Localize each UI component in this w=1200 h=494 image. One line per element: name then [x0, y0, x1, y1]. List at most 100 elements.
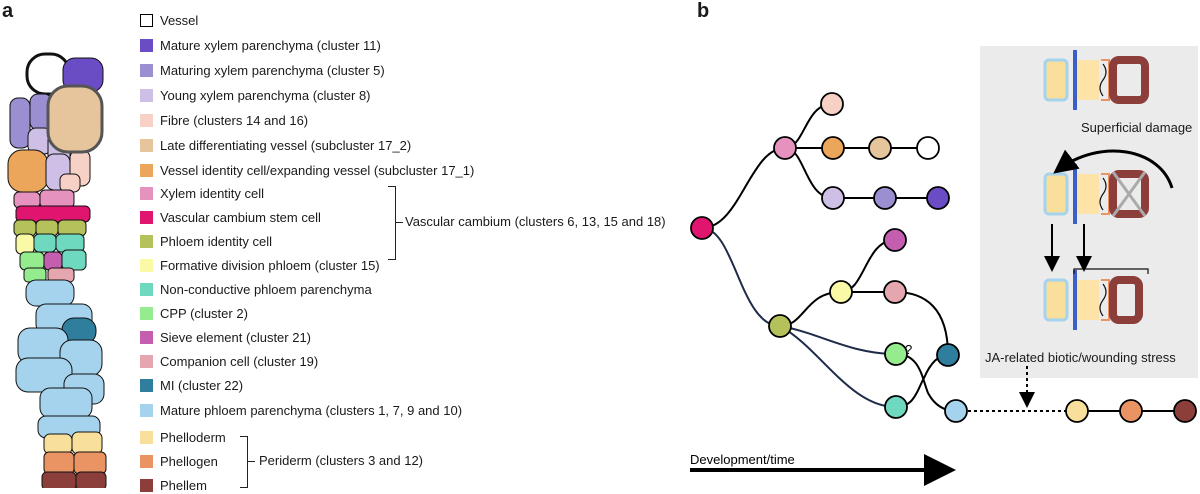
legend-label: Formative division phloem (cluster 15) — [160, 257, 380, 273]
legend-label: Vessel — [160, 12, 199, 28]
schematic-mpp-layer — [1043, 278, 1069, 322]
tissue-cell — [19, 251, 45, 271]
legend-label: Late differentiating vessel (subcluster … — [160, 137, 412, 153]
schematic-phellem-layer — [1109, 170, 1149, 218]
legend-label: Mature phloem parenchyma (clusters 1, 7,… — [160, 402, 463, 418]
legend-item: Formative division phloem (cluster 15) — [140, 256, 380, 274]
tissue-cell — [39, 189, 75, 209]
tissue-cell — [55, 233, 85, 253]
tissue-vessel-large — [46, 84, 104, 154]
legend-swatch — [140, 13, 153, 27]
schematic-phellem-layer — [1109, 56, 1149, 104]
superficial-damage-label: Superficial damage — [1081, 120, 1193, 135]
schematic-wavy-line — [1099, 283, 1107, 317]
legend-swatch — [140, 478, 153, 492]
legend-label: Vascular cambium stem cell — [160, 209, 321, 225]
edge-stem-to-xylem-identity — [701, 147, 786, 229]
tissue-cell — [43, 433, 73, 455]
legend-item: Late differentiating vessel (subcluster … — [140, 136, 411, 154]
question-mark: ? — [905, 342, 912, 357]
legend-item: MI (cluster 22) — [140, 376, 243, 394]
node-sieve-element — [883, 228, 907, 252]
legend-label: Fibre (clusters 14 and 16) — [160, 112, 309, 128]
periderm-bracket-tick — [247, 461, 255, 462]
schematic-phelloderm-layer — [1077, 174, 1099, 214]
legend-item: Mature phloem parenchyma (clusters 1, 7,… — [140, 401, 462, 419]
node-vessel-identity — [821, 136, 845, 160]
legend-label: Phelloderm — [160, 429, 226, 445]
schematic-phellem-layer — [1109, 276, 1143, 324]
legend-item: CPP (cluster 2) — [140, 304, 248, 322]
legend-item: Phelloderm — [140, 428, 226, 446]
legend-swatch — [140, 113, 153, 127]
legend-item: Non-conductive phloem parenchyma — [140, 280, 372, 298]
legend-swatch — [140, 210, 153, 224]
tissue-cell — [7, 149, 49, 193]
lineage-diagram: ? Development/time — [690, 50, 1197, 486]
legend-label: Maturing xylem parenchyma (cluster 5) — [160, 62, 385, 78]
node-mi — [936, 343, 960, 367]
legend-swatch — [140, 234, 153, 248]
tissue-cell — [59, 173, 81, 193]
node-vessel — [916, 136, 940, 160]
node-phloem-identity — [768, 314, 792, 338]
periderm-bracket — [240, 436, 248, 488]
legend-label: Phloem identity cell — [160, 233, 272, 249]
edge-stem-to-phloem-identity — [701, 227, 781, 327]
panel-label-a: a — [2, 0, 14, 22]
legend-swatch — [140, 138, 153, 152]
tissue-cell — [25, 279, 75, 307]
node-phellem — [1173, 399, 1197, 423]
legend-swatch — [140, 354, 153, 368]
tissue-cell — [43, 451, 75, 475]
node-xylem-identity — [773, 136, 797, 160]
periderm-schematic — [1043, 164, 1149, 224]
legend-label: Non-conductive phloem parenchyma — [160, 281, 372, 297]
legend-swatch — [140, 430, 153, 444]
node-young-xylem — [821, 186, 845, 210]
tissue-cell — [75, 471, 107, 488]
legend-swatch — [140, 258, 153, 272]
ja-stress-label: JA-related biotic/wounding stress — [985, 350, 1176, 365]
legend-swatch — [140, 186, 153, 200]
periderm-schematic — [1043, 270, 1143, 330]
legend-item: Maturing xylem parenchyma (cluster 5) — [140, 61, 385, 79]
tissue-cell — [33, 233, 57, 253]
legend-item: Phellem — [140, 476, 207, 494]
edge-phloem-to-npp — [779, 325, 897, 408]
legend-label: Companion cell (cluster 19) — [160, 353, 319, 369]
legend-swatch — [140, 38, 153, 52]
development-label: Development/time — [690, 452, 795, 467]
tissue-cell — [71, 431, 103, 455]
legend-swatch — [140, 88, 153, 102]
vascular-cambium-bracket-tick — [395, 222, 403, 223]
schematic-mpp-layer — [1043, 58, 1069, 102]
legend-label: Vessel identity cell/expanding vessel (s… — [160, 162, 475, 178]
legend-label: Young xylem parenchyma (cluster 8) — [160, 87, 371, 103]
node-vascular-cambium-stem — [690, 216, 714, 240]
legend-item: Vascular cambium stem cell — [140, 208, 321, 226]
legend-item: Fibre (clusters 14 and 16) — [140, 111, 308, 129]
schematic-wavy-line — [1099, 177, 1107, 211]
periderm-schematic — [1043, 50, 1149, 110]
legend-swatch — [140, 330, 153, 344]
node-cpp — [884, 342, 908, 366]
schematic-phelloderm-layer — [1077, 60, 1099, 100]
node-companion-cell — [883, 280, 907, 304]
legend-swatch — [140, 63, 153, 77]
tissue-cell — [61, 249, 87, 271]
legend-item: Mature xylem parenchyma (cluster 11) — [140, 36, 381, 54]
tissue-cell — [15, 233, 35, 255]
tissue-cross-section — [7, 52, 107, 488]
damage-arrow — [1053, 149, 1174, 189]
edge-phloem-to-cpp — [779, 325, 897, 355]
legend-swatch — [140, 163, 153, 177]
tissue-cell — [43, 251, 63, 271]
legend-label: Mature xylem parenchyma (cluster 11) — [160, 37, 381, 53]
legend-item: Companion cell (cluster 19) — [140, 352, 318, 370]
legend-swatch — [140, 378, 153, 392]
schematic-wavy-line — [1099, 63, 1107, 97]
tissue-cell — [41, 471, 77, 488]
node-maturing-xylem — [873, 186, 897, 210]
legend-item: Sieve element (cluster 21) — [140, 328, 311, 346]
